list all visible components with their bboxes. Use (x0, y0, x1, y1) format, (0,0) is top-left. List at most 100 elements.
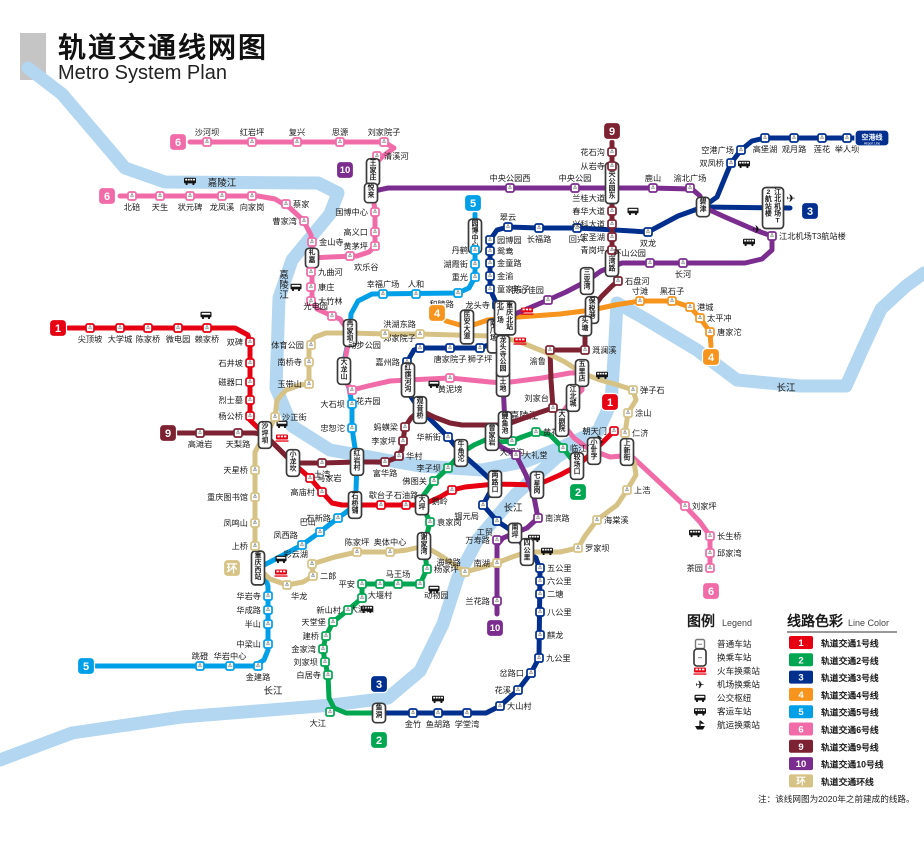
station-label: 烈士墓 (218, 395, 243, 405)
transfer-box (459, 309, 475, 345)
station-高庙村: 高庙村 (290, 487, 327, 497)
legend-item-label: 公交枢纽 (717, 692, 752, 703)
transfer-label: 五里店 (579, 360, 586, 382)
legend-item-label: 普通车站 (717, 638, 752, 649)
station-富华路: 富华路 (373, 457, 397, 478)
station-label: 兰花路 (465, 596, 490, 606)
station-label: 唐家沱 (717, 327, 742, 337)
transfer-label: 鲤鱼池 (501, 411, 509, 434)
river-changjiang (0, 266, 924, 767)
transfer-box (347, 490, 363, 520)
station-label: 金家湾 (291, 644, 316, 654)
station-南湖: 南湖 (474, 558, 502, 568)
station-金竹: 金竹 (405, 708, 421, 729)
station-label: 石井坡 (218, 358, 243, 368)
station-鸳鸯: 鸳鸯 (485, 246, 513, 256)
station-两路口: 两路口 (487, 469, 503, 499)
river-label: 嘉陵江 (208, 177, 237, 189)
station-头塘: 头塘 (577, 315, 593, 337)
legend-title-en: Legend (722, 618, 752, 628)
line-color-title-en: Line Color (848, 618, 889, 628)
station-七星岗: 七星岗 (529, 470, 545, 500)
station-label: 花石沟 (580, 147, 605, 157)
station-江北城: 江北城 (565, 383, 581, 413)
bus-icon (694, 694, 706, 703)
station-佛图关: 佛图关 (402, 476, 439, 486)
station-鱼洞: 鱼洞 (371, 702, 387, 724)
station-金渝: 金渝 (485, 271, 513, 281)
station-label: 万寿路 (465, 535, 490, 545)
station-label: 高堡湖 (753, 144, 778, 154)
station-label: 微电园 (166, 334, 191, 344)
station-label: 双龙 (640, 238, 656, 248)
station-label: 黑石子 (660, 287, 685, 296)
transfer-box (349, 447, 365, 477)
line-color-title: 线路色彩 (787, 613, 843, 629)
station-沙正街: 沙正街 (270, 412, 307, 422)
transfer-box (371, 702, 387, 724)
station-label: 九曲河 (318, 267, 343, 277)
station-天星桥: 天星桥 (223, 465, 260, 475)
transfer-label: 较场口 (574, 452, 581, 475)
transfer-box (579, 266, 595, 296)
coach-icon (596, 371, 608, 380)
station-label: 幸福广场 (367, 279, 400, 289)
station-上浩: 上浩 (622, 485, 650, 495)
station-金山寺: 金山寺 (307, 237, 344, 247)
station-label: 郑家院子 (383, 333, 416, 343)
station-label: 动物园 (424, 590, 449, 600)
transfer-label: 南坪 (512, 523, 519, 539)
station-label: 童家院子 (497, 284, 530, 294)
station-磁器口: 磁器口 (218, 377, 255, 387)
stn-icon (694, 638, 706, 650)
line-color-swatch (789, 774, 813, 788)
station-label: 渝北广场 (674, 173, 707, 183)
station-体育公园: 体育公园 (271, 340, 316, 350)
station-label: 鸳鸯 (497, 246, 513, 256)
station-动物园: 动物园 (415, 579, 449, 600)
badge-label: 6 (175, 137, 181, 149)
line-color-label: 轨道交通5号线 (821, 707, 879, 718)
station-欢乐谷: 欢乐谷 (345, 251, 379, 272)
station-长生桥: 长生桥 (705, 531, 742, 541)
line-badge-1: 1 (48, 318, 68, 338)
station-label: 重光 (452, 272, 468, 282)
station-label: 长福路 (527, 234, 552, 244)
station-label: 刘家坪 (692, 501, 717, 511)
station-label: 涂山 (635, 408, 651, 418)
station-举人坝: 举人坝 (835, 133, 859, 154)
station-label: 大江 (310, 718, 326, 728)
transfer-box (577, 315, 593, 337)
station-label: 双凤桥 (699, 158, 724, 168)
badge-label: 环 (227, 562, 238, 575)
station-label: 大竹林 (318, 296, 343, 306)
transfer-box (342, 318, 358, 348)
plane-icon: ✈ (752, 224, 761, 236)
station-label: 清溪河 (384, 151, 409, 161)
station-罗家坝: 罗家坝 (573, 543, 610, 553)
station-王家庄: 王家庄 (365, 157, 381, 187)
station-学堂湾: 学堂湾 (455, 708, 479, 729)
line-badge-2: 2 (568, 482, 588, 502)
station-小龙坎: 小龙坎 (285, 448, 301, 478)
coach-icon (738, 160, 750, 169)
station-label: 洪湖东路 (383, 319, 416, 329)
station-观音桥: 观音桥 (412, 395, 428, 425)
transfer-box (554, 408, 570, 438)
station-五公里: 五公里 (535, 563, 572, 573)
station-李子坝: 李子坝 (416, 463, 453, 473)
line-badge-环: 环 (222, 558, 242, 578)
station-label: 刘家坝 (293, 657, 318, 667)
station-半山: 半山 (245, 619, 273, 629)
station-溉澜溪: 溉澜溪 (580, 345, 617, 355)
station-赖家桥: 赖家桥 (195, 323, 219, 344)
transfer-label: 保税港 (588, 296, 596, 319)
transfer-label: 江北城 (570, 384, 577, 407)
station-label: 北碚 (124, 202, 140, 212)
station-label: 石新路 (306, 513, 331, 523)
station-label: 蔡家 (293, 199, 309, 209)
river-label: 长江 (503, 502, 523, 514)
station-花卉园: 花卉园 (347, 385, 381, 406)
station-label: 红岩坪 (240, 127, 265, 137)
